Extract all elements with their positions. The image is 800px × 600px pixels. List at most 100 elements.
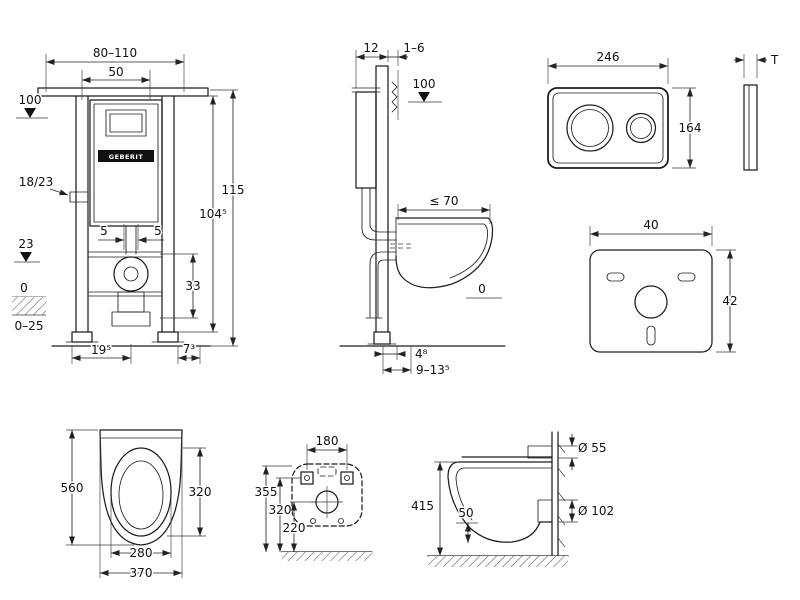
meter-mark-front-arrow <box>24 108 36 118</box>
outlet-mark-label: 23 <box>18 237 33 251</box>
dim-rim-height-label: 355 <box>255 485 278 499</box>
frame-foot-left <box>71 331 93 343</box>
dim-hole-height: 320 <box>267 477 301 552</box>
meter-mark-side: 100 <box>408 76 442 103</box>
dim-outlet-dia-label: Ø 102 <box>578 504 614 518</box>
frame-front-structure: GEBERIT <box>37 87 211 347</box>
brand-label: GEBERIT <box>109 153 144 161</box>
mat-slot-bottom <box>646 325 656 346</box>
floor-range-front: 0 0–25 <box>12 280 46 335</box>
outlet-pipe <box>537 499 553 523</box>
dim-outlet-height-rear-label: 220 <box>283 521 306 535</box>
dim-mat-height-label: 42 <box>722 294 737 308</box>
meter-mark-side-label: 100 <box>413 77 436 91</box>
cistern-side <box>355 91 377 189</box>
fixing-hole-right <box>340 471 354 485</box>
dim-plate-height-label: 164 <box>679 121 702 135</box>
bowl-side-outline <box>447 456 553 543</box>
meter-mark-front-label: 100 <box>19 93 42 107</box>
dim-mat-height: 42 <box>716 249 739 353</box>
dim-hole-spacing-label: 180 <box>316 434 339 448</box>
floor-zero-label: 0 <box>20 281 28 295</box>
dim-offset-right-label: 5 <box>154 224 162 238</box>
dim-bracket-range: 18/23 <box>17 174 69 196</box>
frame-foot-side <box>373 331 391 345</box>
dim-bowl-length-label: 560 <box>61 481 84 495</box>
dim-foot-depth: 7³ <box>177 341 201 364</box>
dim-frame-depth-label: 12 <box>363 41 378 55</box>
outlet-mark-arrow <box>20 252 32 262</box>
dim-total-height-label: 115 <box>222 183 245 197</box>
wall-anchor <box>391 81 398 113</box>
dim-frame-height: 104⁵ <box>176 95 229 333</box>
view-bowl-side: Ø 55 Ø 102 415 50 <box>410 431 616 567</box>
wall-line <box>551 431 559 557</box>
bowl-top-outline <box>99 429 183 546</box>
meter-mark-front: 100 <box>16 92 48 119</box>
floor-hatch-front <box>12 297 46 315</box>
dim-plate-width: 246 <box>547 49 669 84</box>
dim-outlet-height: 33 <box>160 253 202 319</box>
dim-foot-depth-label: 7³ <box>183 342 196 356</box>
dim-inlet-dia: Ø 55 <box>558 434 608 470</box>
dim-wall-gap-label: 1–6 <box>403 41 424 55</box>
dim-plate-height: 164 <box>672 87 703 169</box>
cistern-front <box>89 99 163 227</box>
flush-button-small <box>625 112 657 144</box>
dim-pipe-offset-label: 4⁸ <box>415 347 428 361</box>
dim-outlet-dia: Ø 102 <box>558 499 616 523</box>
floor-hatch-rear <box>282 552 372 561</box>
dim-seat-length-label: 320 <box>189 485 212 499</box>
dim-max-bowl-depth: ≤ 70 <box>397 193 491 224</box>
dim-shaft-width-label: 50 <box>108 65 123 79</box>
floor-zero-side-label: 0 <box>478 282 486 296</box>
dim-max-bowl-depth-label: ≤ 70 <box>429 194 458 208</box>
mat-slot-left <box>606 272 625 282</box>
dim-pipe-range-label: 9–13⁵ <box>416 363 450 377</box>
view-frame-front: GEBERIT 80–110 50 100 115 <box>12 45 246 364</box>
frame-side-structure: 0 <box>339 65 506 347</box>
insulation-mat-body <box>589 249 713 353</box>
dim-rim-height: 355 <box>253 465 292 552</box>
dim-mat-width: 40 <box>589 217 713 246</box>
dim-width-range-label: 80–110 <box>93 46 137 60</box>
view-bowl-rear: 180 355 320 220 <box>253 433 373 561</box>
inlet-pipe <box>527 445 553 459</box>
dim-bowl-side-length-label: 415 <box>411 499 434 513</box>
dim-frame-height-label: 104⁵ <box>199 207 227 221</box>
mat-slot-right <box>677 272 696 282</box>
dim-frame-depth: 12 <box>355 40 389 88</box>
outlet-mark: 23 <box>14 236 40 263</box>
brand-plate <box>98 150 154 162</box>
flush-button-large <box>566 104 614 152</box>
dim-bowl-length: 560 <box>59 429 134 546</box>
bowl-profile <box>395 217 494 289</box>
drain-flange <box>113 256 149 292</box>
flush-plate-profile: T <box>734 52 781 171</box>
outlet-bend <box>365 251 397 319</box>
dim-foot-offset: 19⁵ <box>71 342 132 364</box>
dim-hole-height-label: 320 <box>269 503 292 517</box>
dim-offset-left-label: 5 <box>100 224 108 238</box>
dim-outlet-height-label: 33 <box>185 279 200 293</box>
dim-bowl-inner-width: 280 <box>110 498 172 562</box>
dim-hole-spacing: 180 <box>306 433 348 470</box>
floor-hatch-bowl-side <box>428 556 568 567</box>
plate-edge-profile <box>743 84 758 171</box>
dim-pipe-offsets: 4⁸ 9–13⁵ <box>374 346 451 379</box>
meter-mark-side-arrow <box>418 92 430 102</box>
dim-offset-left: 5 5 <box>98 223 164 250</box>
mat-outlet-hole <box>634 285 668 319</box>
dim-inlet-dia-label: Ø 55 <box>578 441 607 455</box>
dim-seat-length: 320 <box>167 447 213 537</box>
dim-bowl-inner-width-label: 280 <box>130 546 153 560</box>
dim-wall-gap: 1–6 <box>388 40 426 66</box>
dim-plate-width-label: 246 <box>597 50 620 64</box>
bowl-rear-outline <box>291 463 363 527</box>
dim-outlet-height-rear: 220 <box>281 501 316 552</box>
dim-foot-offset-label: 19⁵ <box>91 343 111 357</box>
dim-bowl-side-length: 415 <box>410 461 458 556</box>
dim-bracket-range-label: 18/23 <box>19 175 54 189</box>
